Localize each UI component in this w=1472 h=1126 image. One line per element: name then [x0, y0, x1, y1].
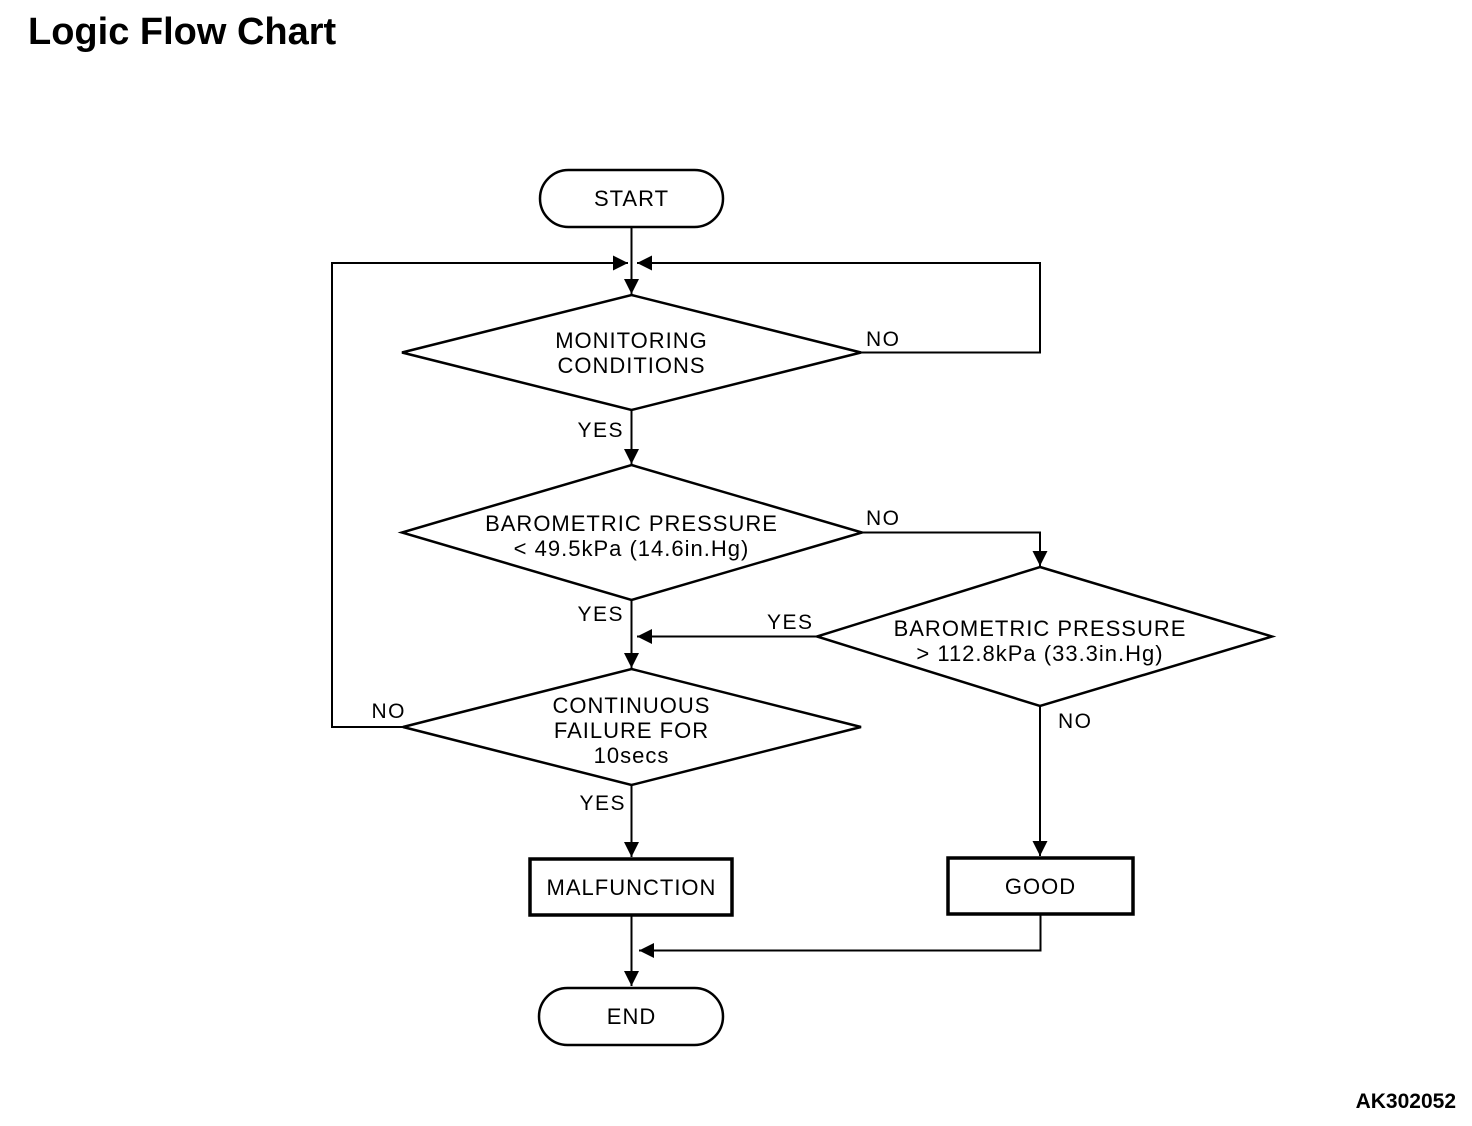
continuous-failure-line2: FAILURE FOR [554, 718, 709, 743]
monitoring-conditions-decision: MONITORING CONDITIONS [401, 293, 862, 412]
label-baro-high-yes: YES [767, 611, 814, 634]
continuous-failure-line3: 10secs [594, 743, 670, 768]
end-node: END [537, 986, 725, 1047]
barometric-low-line1: BAROMETRIC PRESSURE [485, 511, 778, 536]
label-continuous-yes: YES [579, 792, 626, 815]
label-baro-low-no: NO [866, 507, 901, 530]
label-continuous-no: NO [372, 700, 407, 723]
barometric-high-shape [812, 565, 1277, 708]
monitoring-conditions-line2: CONDITIONS [557, 353, 705, 378]
edge-good-to-end [639, 914, 1042, 958]
barometric-high-line2: > 112.8kPa (33.3in.Hg) [916, 641, 1163, 666]
barometric-high-decision: BAROMETRIC PRESSURE > 112.8kPa (33.3in.H… [812, 565, 1277, 708]
good-node-shape [946, 856, 1135, 916]
figure-id: AK302052 [1356, 1090, 1456, 1113]
malfunction-node-shape [528, 857, 734, 917]
label-baro-high-no: NO [1058, 710, 1093, 733]
barometric-low-shape [397, 463, 867, 602]
label-monitoring-no: NO [866, 328, 901, 351]
malfunction-node: MALFUNCTION [528, 857, 734, 917]
malfunction-node-label: MALFUNCTION [547, 875, 717, 900]
barometric-high-line1: BAROMETRIC PRESSURE [894, 616, 1187, 641]
edge-monitoring-no-loop [637, 255, 1041, 354]
continuous-failure-decision: CONTINUOUS FAILURE FOR 10secs [402, 667, 862, 787]
label-baro-low-yes: YES [577, 603, 624, 626]
monitoring-conditions-line1: MONITORING [555, 328, 708, 353]
barometric-low-line2: < 49.5kPa (14.6in.Hg) [514, 536, 750, 561]
end-node-shape [537, 986, 725, 1047]
page-title: Logic Flow Chart [28, 11, 337, 53]
monitoring-conditions-shape [401, 293, 862, 412]
start-node-shape [538, 168, 725, 229]
edge-continuous-no-loop [331, 255, 628, 728]
good-node-label: GOOD [1005, 874, 1076, 899]
edge-baro-low-no [862, 531, 1048, 566]
start-node-label: START [594, 186, 669, 211]
continuous-failure-line1: CONTINUOUS [553, 693, 711, 718]
label-monitoring-yes: YES [577, 419, 624, 442]
start-node: START [538, 168, 725, 229]
end-node-label: END [607, 1004, 656, 1029]
barometric-low-decision: BAROMETRIC PRESSURE < 49.5kPa (14.6in.Hg… [397, 463, 867, 602]
good-node: GOOD [946, 856, 1135, 916]
continuous-failure-shape [402, 667, 862, 787]
